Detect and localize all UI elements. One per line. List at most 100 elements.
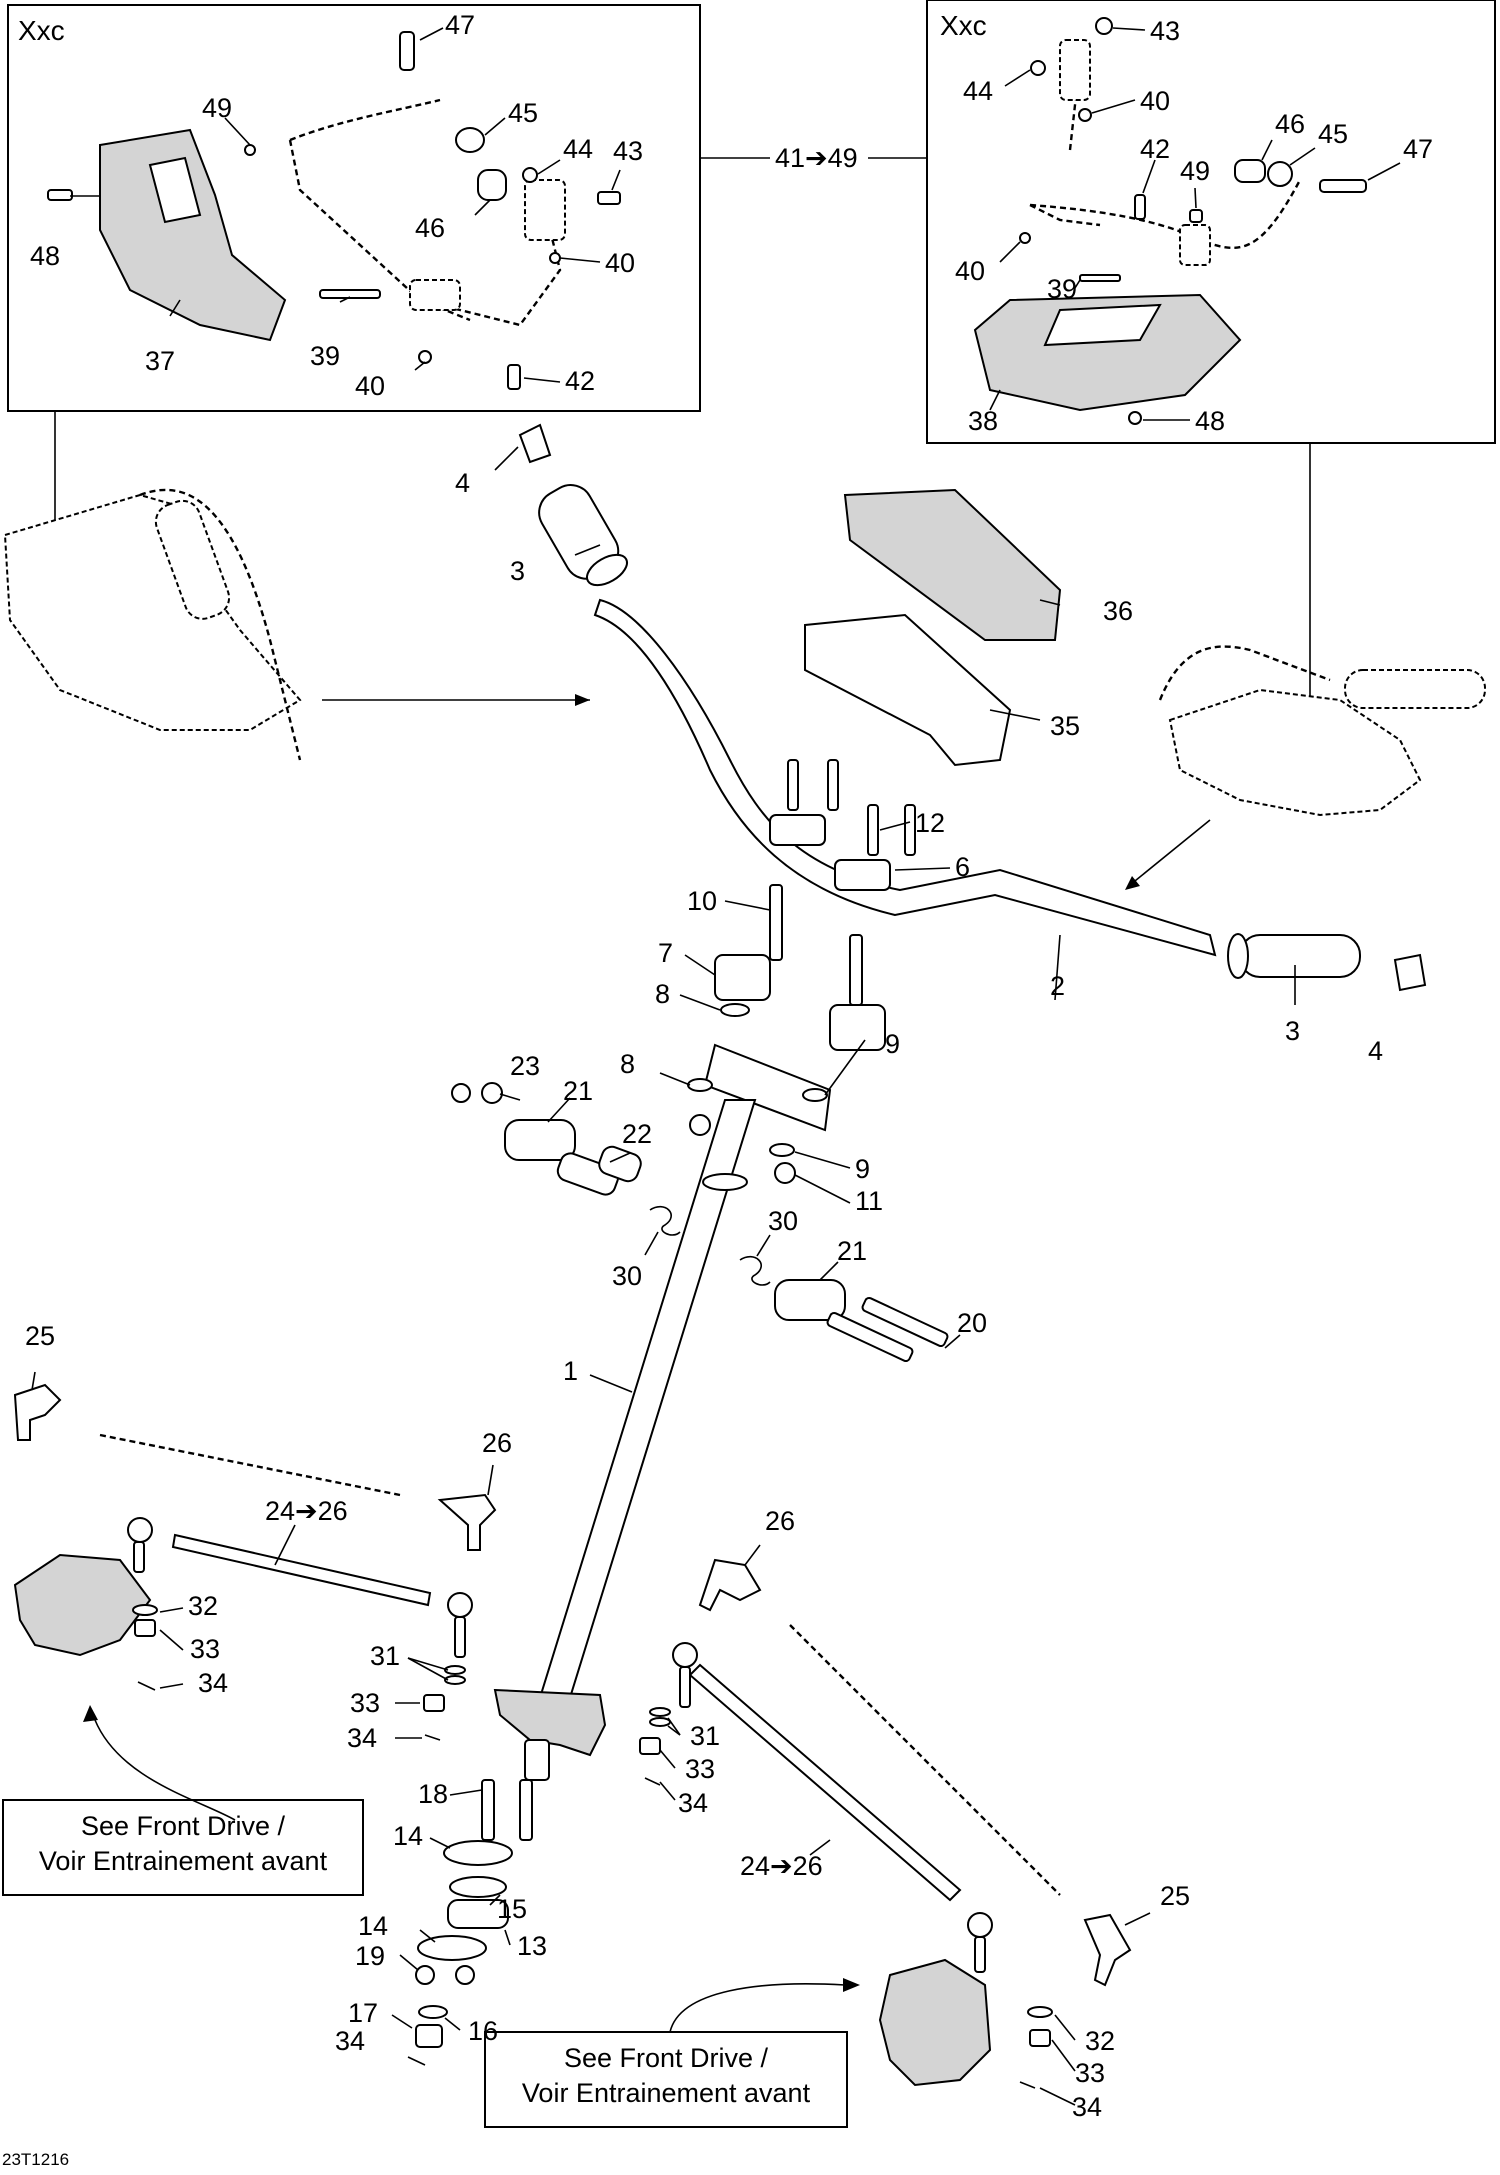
washer-32-right xyxy=(1027,2006,1053,2018)
callout-8-a: 8 xyxy=(655,979,670,1009)
right-inset: Xxc 43 44 4 xyxy=(926,0,1496,444)
right-handguard-view-drawing xyxy=(1168,688,1422,817)
right-inset-clamp-drawing xyxy=(1059,39,1091,101)
callout-33-left: 33 xyxy=(190,1634,220,1664)
callout-26-right: 26 xyxy=(765,1506,795,1536)
right-inset-mount-drawing xyxy=(1179,224,1211,266)
clamp-21-lower-drawing xyxy=(774,1279,846,1321)
clamp-21-upper-drawing xyxy=(504,1119,576,1161)
pin-39r-drawing xyxy=(1079,274,1121,282)
bolt-18-b xyxy=(519,1779,533,1841)
callout-3-top: 3 xyxy=(510,556,525,586)
callout-32-left: 32 xyxy=(188,1591,218,1621)
handguard-37-window xyxy=(148,156,202,224)
callout-34-bottom: 34 xyxy=(335,2026,365,2056)
callout-r46: 46 xyxy=(1275,109,1305,139)
bolt-10-b xyxy=(849,934,863,1006)
handguard-38-window xyxy=(1043,303,1162,347)
callout-10: 10 xyxy=(687,886,717,916)
left-inset-leaders xyxy=(70,27,621,383)
callout-34-mid: 34 xyxy=(347,1723,377,1753)
bolt-12-a xyxy=(787,759,799,811)
clip-30-left-drawing xyxy=(649,1205,681,1236)
callout-l46: 46 xyxy=(415,213,445,243)
callout-r47: 47 xyxy=(1403,134,1433,164)
tie-rod-left-upper-drawing xyxy=(99,1433,401,1497)
handguard-38-drawing xyxy=(973,293,1242,412)
clamp-6-left-drawing xyxy=(769,814,826,846)
reference-box-left-frame xyxy=(2,1799,364,1896)
callout-r49: 49 xyxy=(1180,156,1210,186)
callout-33-right-a: 33 xyxy=(685,1754,715,1784)
support-14-top xyxy=(443,1840,513,1866)
nut-49r-drawing xyxy=(1189,209,1203,223)
callout-20: 20 xyxy=(957,1308,987,1338)
screw-48-drawing xyxy=(47,189,73,201)
callout-l49: 49 xyxy=(202,93,232,123)
washer-9-b xyxy=(769,1143,795,1157)
callout-6: 6 xyxy=(955,852,970,882)
bushing-46r-drawing xyxy=(1234,159,1266,183)
bolt-20-b xyxy=(861,1296,949,1348)
callout-l39: 39 xyxy=(310,341,340,371)
tie-rod-end-25-left xyxy=(13,1383,62,1441)
washer-8-a xyxy=(720,1003,750,1017)
handlebar-2-drawing xyxy=(593,598,1217,957)
reference-box-right-frame xyxy=(484,2031,848,2128)
callout-r43: 43 xyxy=(1150,16,1180,46)
callout-19: 19 xyxy=(355,1941,385,1971)
callout-25-left: 25 xyxy=(25,1321,55,1351)
screw-43-drawing xyxy=(597,191,621,205)
bolt-12-d xyxy=(904,804,916,856)
callout-l42: 42 xyxy=(565,366,595,396)
washer-31-right-b xyxy=(649,1717,671,1727)
callout-r38: 38 xyxy=(968,406,998,436)
right-view-arrowhead xyxy=(1125,876,1140,890)
left-handguard-view-drawing xyxy=(3,493,302,731)
left-inset-clamp-drawing xyxy=(524,179,566,241)
reference-right-line2: Voir Entrainement avant xyxy=(522,2078,811,2108)
ball-joint-right-a xyxy=(672,1642,698,1668)
pin-34-left-b xyxy=(424,1734,441,1741)
callout-24-26-right: 24➔26 xyxy=(740,1851,823,1881)
nut-33-left-b xyxy=(423,1694,445,1712)
screw-42-drawing xyxy=(507,364,521,390)
nut-33-right-a xyxy=(639,1737,661,1755)
reference-left-line2: Voir Entrainement avant xyxy=(39,1846,328,1876)
callout-21-b: 21 xyxy=(837,1236,867,1266)
upper-column-clamp-drawing xyxy=(703,1043,832,1132)
screw-42r-drawing xyxy=(1134,194,1146,220)
grip-3-right-flange xyxy=(1227,933,1249,979)
riser-7-right-drawing xyxy=(829,1004,886,1051)
callout-r40b: 40 xyxy=(955,256,985,286)
callout-4-right: 4 xyxy=(1368,1036,1383,1066)
callout-9-b: 9 xyxy=(855,1154,870,1184)
callout-33-right-b: 33 xyxy=(1075,2058,1105,2088)
callout-r39: 39 xyxy=(1047,274,1077,304)
pin-34-right-a xyxy=(644,1777,661,1786)
callout-23: 23 xyxy=(510,1051,540,1081)
steering-column-1-drawing xyxy=(528,1099,757,1731)
seal-15-drawing xyxy=(449,1876,507,1898)
ball-joint-right-b xyxy=(967,1912,993,1938)
nut-44-drawing xyxy=(522,167,538,183)
callout-34-left: 34 xyxy=(198,1668,228,1698)
stud-left-b xyxy=(454,1616,466,1658)
callout-11: 11 xyxy=(855,1186,883,1216)
spacer-22-b xyxy=(598,1145,642,1183)
callout-r44: 44 xyxy=(963,76,993,106)
callout-18: 18 xyxy=(418,1779,448,1809)
callout-4-top: 4 xyxy=(455,468,470,498)
bolt-18-a xyxy=(481,1779,495,1841)
nut-33-right-b xyxy=(1029,2029,1051,2047)
callout-l37: 37 xyxy=(145,346,175,376)
callout-l48: 48 xyxy=(30,241,60,271)
washer-31-right-a xyxy=(649,1707,671,1717)
callout-1: 1 xyxy=(563,1356,578,1386)
callout-36: 36 xyxy=(1103,596,1133,626)
nut-11-drawing xyxy=(774,1162,796,1184)
riser-7-left-drawing xyxy=(714,954,771,1001)
washer-40b-drawing xyxy=(418,350,432,364)
bearing-13-drawing xyxy=(447,1899,509,1929)
pad-36-drawing xyxy=(843,488,1062,641)
